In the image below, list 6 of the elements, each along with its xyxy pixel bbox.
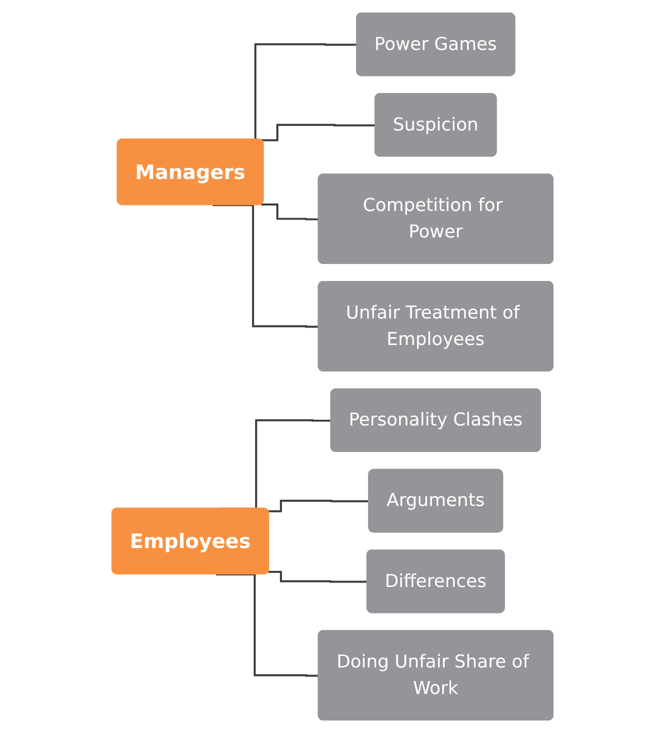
connector <box>268 570 368 583</box>
connector <box>261 124 376 142</box>
connector <box>261 203 319 220</box>
connector <box>212 204 319 328</box>
connector <box>268 500 370 512</box>
connector <box>216 573 319 677</box>
